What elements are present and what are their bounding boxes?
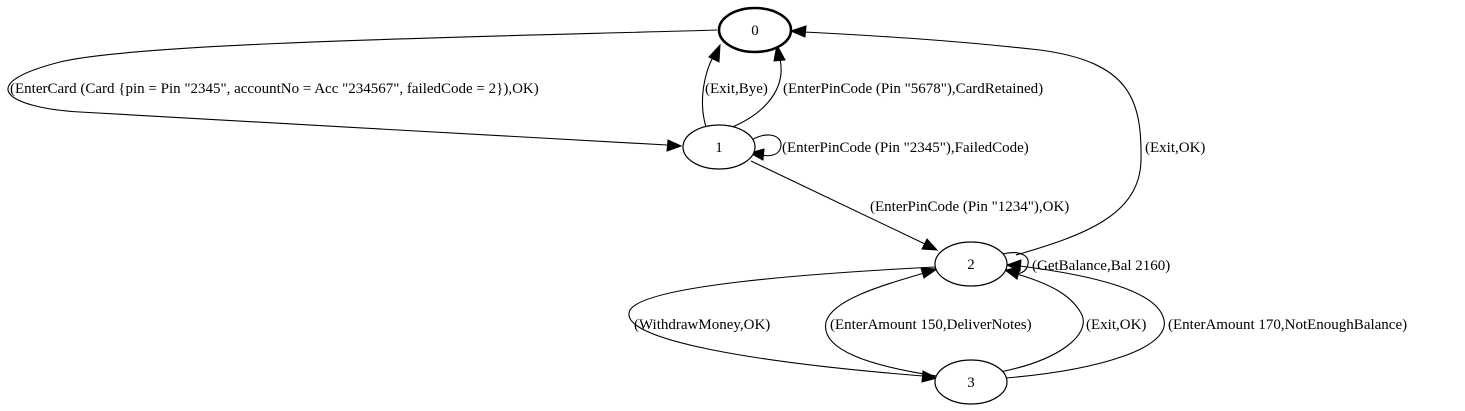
state-label: 2 (967, 257, 975, 273)
transition-label: (Exit,OK) (1145, 140, 1205, 156)
transition-0-1: (EnterCard (Card {pin = Pin "2345", acco… (7, 29, 718, 152)
arrow-head (666, 139, 683, 152)
transition-label: (Exit,Bye) (705, 81, 768, 97)
edge-path (999, 273, 1084, 373)
edge-path (750, 160, 926, 245)
edge-path (628, 266, 936, 377)
state-label: 3 (967, 375, 975, 391)
transition-label: (WithdrawMoney,OK) (634, 317, 770, 333)
state-ellipse (934, 241, 1008, 287)
edge-path (803, 31, 1142, 256)
edge-path (825, 272, 938, 377)
transition-1-0-exit: (Exit,Bye) (701, 43, 768, 128)
state-ellipse (682, 124, 756, 170)
transition-3-2-notenough: (EnterAmount 170,NotEnoughBalance) (1005, 259, 1407, 379)
transition-3-2-deliver: (EnterAmount 150,DeliverNotes) (825, 267, 1032, 377)
state-ellipse (717, 6, 793, 54)
transition-3-2-exit: (Exit,OK) (999, 267, 1146, 373)
transition-label: (EnterCard (Card {pin = Pin "2345", acco… (10, 81, 539, 97)
transition-label: (EnterPinCode (Pin "5678"),CardRetained) (783, 81, 1043, 97)
state-node-2: 2 (934, 241, 1008, 287)
edge-path (7, 29, 718, 146)
edge-path (749, 134, 782, 157)
edge-path (701, 56, 714, 128)
edge-path (1005, 265, 1165, 379)
transition-label: (Exit,OK) (1086, 317, 1146, 333)
transition-2-2: (GetBalance,Bal 2160) (1002, 252, 1170, 280)
arrow-head (789, 25, 807, 38)
transition-1-2: (EnterPinCode (Pin "1234"),OK) (750, 160, 1069, 251)
transition-label: (EnterPinCode (Pin "2345"),FailedCode) (782, 140, 1029, 156)
arrow-head (748, 148, 765, 161)
transition-1-1: (EnterPinCode (Pin "2345"),FailedCode) (748, 134, 1029, 161)
transition-1-0-retained: (EnterPinCode (Pin "5678"),CardRetained) (729, 43, 1043, 129)
state-node-0: 0 (717, 6, 793, 54)
state-ellipse (934, 359, 1008, 405)
arrow-head (708, 43, 721, 63)
transition-label: (GetBalance,Bal 2160) (1032, 258, 1170, 274)
transition-label: (EnterPinCode (Pin "1234"),OK) (870, 199, 1069, 215)
edge-path (729, 58, 782, 129)
state-node-3: 3 (934, 359, 1008, 405)
arrow-head (773, 43, 786, 62)
arrow-head (1003, 267, 1021, 280)
state-label: 1 (715, 140, 723, 156)
arrow-head (1005, 259, 1022, 272)
state-label: 0 (751, 23, 759, 39)
transition-2-0: (Exit,OK) (789, 25, 1205, 256)
arrow-head (921, 238, 939, 251)
state-node-1: 1 (682, 124, 756, 170)
transition-label: (EnterAmount 170,NotEnoughBalance) (1168, 317, 1407, 333)
transition-label: (EnterAmount 150,DeliverNotes) (830, 317, 1032, 333)
arrow-head (920, 267, 939, 279)
